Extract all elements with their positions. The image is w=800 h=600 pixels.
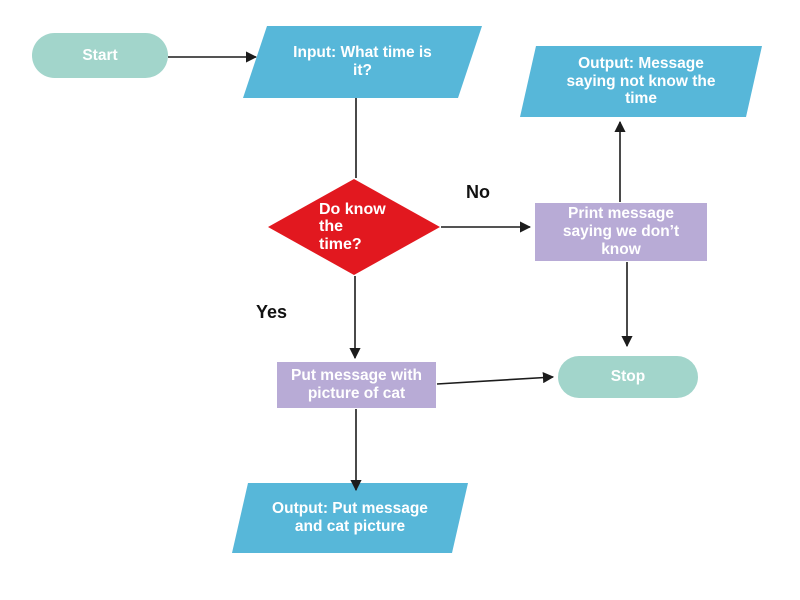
node-label-line: time? (319, 235, 362, 253)
edge-label-no: No (466, 182, 490, 202)
edge-put-message-to-stop (436, 372, 555, 385)
node-label-line: the (319, 218, 343, 236)
node-input-what-time: Input: What time is it? (243, 26, 482, 98)
node-label-line: time (625, 90, 657, 108)
node-label-line: Print message (568, 205, 674, 223)
node-label-line: it? (353, 62, 372, 79)
node-label-line: saying not know the (566, 72, 716, 90)
node-label-line: Input: What time is (293, 44, 432, 62)
node-put-cat-message: Put message with picture of cat (277, 362, 436, 408)
node-label-line: saying we don’t (562, 223, 680, 241)
node-label-line: know (601, 240, 641, 258)
edge-label-yes: Yes (256, 302, 288, 322)
node-stop: Stop (558, 356, 698, 398)
node-label-line: Start (82, 46, 118, 64)
node-label-line: Do know (319, 201, 386, 219)
node-start: Start (32, 33, 168, 78)
node-label-line: and cat picture (294, 518, 406, 535)
node-output-cat-picture: Output: Put message and cat picture (232, 483, 468, 553)
node-print-dont-know: Print message saying we don’t know (535, 203, 707, 261)
node-output-not-know-time: Output: Message saying not know the time (520, 46, 762, 117)
node-label-line: Put message with (291, 367, 422, 385)
node-decision-know-time: Do know the time? (268, 179, 440, 275)
node-label-line: Stop (610, 368, 646, 386)
node-label-line: Output: Message (578, 54, 704, 72)
node-label-line: Output: Put message (272, 500, 428, 518)
node-label-line: picture of cat (307, 385, 406, 402)
